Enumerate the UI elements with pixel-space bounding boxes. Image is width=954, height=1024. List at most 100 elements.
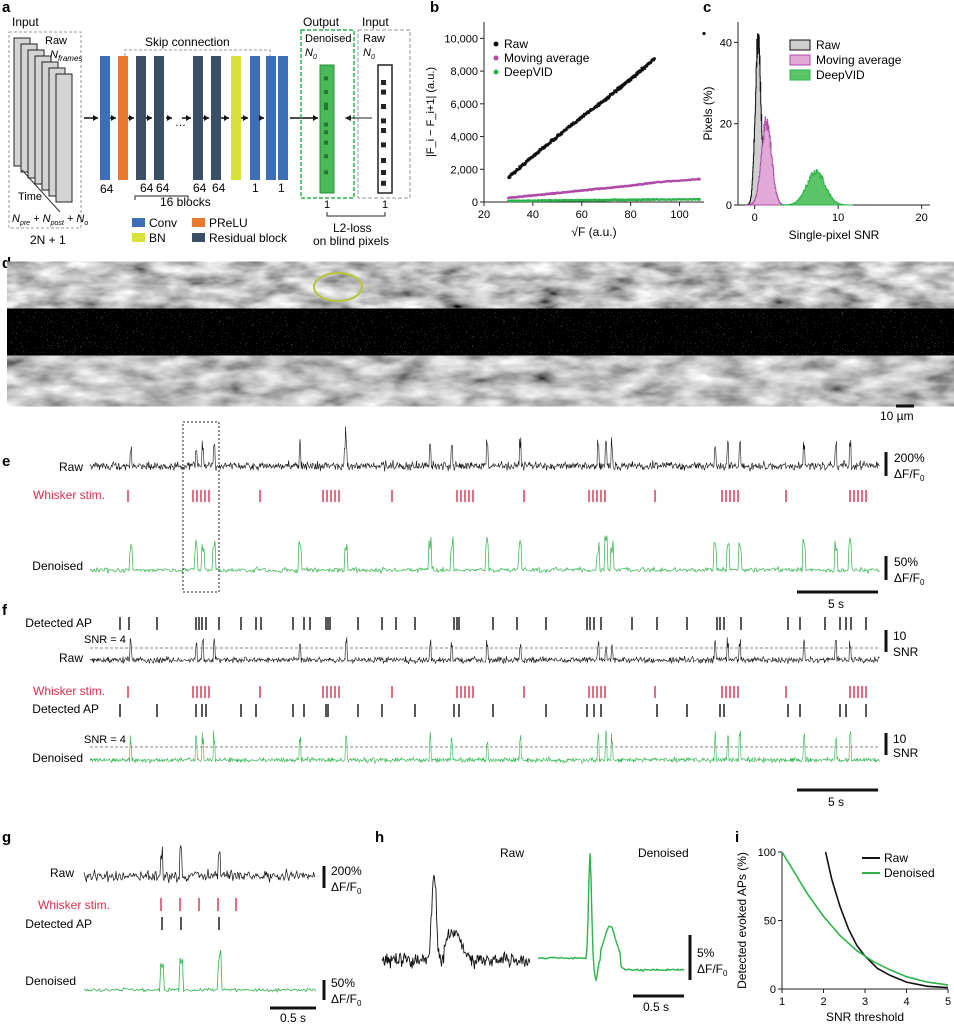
panel-f-letter: f	[2, 602, 8, 619]
panel-b-letter: b	[430, 0, 439, 16]
panel-a-input-label: Input	[12, 15, 39, 29]
layer-res	[193, 56, 203, 180]
output-n0: N0	[305, 47, 317, 61]
output-column	[319, 64, 335, 194]
input2-arrowhead	[345, 115, 351, 121]
f-denoised-label: Denoised	[32, 751, 83, 765]
y-tick-label: 20	[720, 119, 732, 131]
legend-label: Moving average	[504, 51, 590, 65]
h-denoised-label: Denoised	[638, 846, 689, 860]
g-stim-label: Whisker stim.	[38, 898, 110, 912]
g-raw-scale: 200%	[331, 864, 362, 878]
single-frame-denoised	[90, 360, 918, 402]
loss-bracket	[326, 212, 386, 217]
panel-g: g Raw Whisker stim. Detected AP Denoised…	[2, 829, 362, 1024]
e-den-dff: ΔF/F0	[894, 571, 925, 587]
scatter-point	[615, 90, 618, 94]
y-tick-label: 50	[764, 916, 776, 928]
legend-label: Raw	[504, 37, 528, 51]
f-ap-marks-raw	[119, 617, 867, 630]
scatter-point	[697, 177, 701, 181]
g-ap-label: Detected AP	[25, 917, 92, 931]
input-box	[8, 31, 82, 229]
g-raw-dff: ΔF/F0	[331, 880, 362, 896]
flow-arrowhead	[147, 115, 152, 121]
flow-arrowhead	[243, 115, 248, 121]
f-ap-marks-denoised	[119, 704, 867, 717]
d-scale-label: 10 µm	[880, 409, 914, 423]
x-tick-label: 20	[916, 212, 928, 224]
output-pixel-dot	[324, 170, 328, 175]
output-pixel-dot	[324, 106, 328, 111]
legend-label: Raw	[884, 851, 908, 865]
channel-64-4: 64	[212, 181, 226, 195]
input2-n0: N0	[363, 47, 375, 61]
legend-label: DeepVID	[816, 68, 865, 82]
legend-label: Moving average	[816, 53, 902, 67]
legend-swatch-bn	[132, 233, 145, 242]
raw2-label: Raw	[363, 33, 385, 45]
single-frame-raw	[90, 313, 918, 355]
d-row3-line1: Single frame	[16, 365, 84, 379]
panel-d: d Mean image raw Single frame raw Single…	[2, 255, 918, 423]
input-pixel-dot	[381, 180, 386, 186]
dots: …	[175, 117, 186, 129]
y-tick-label: 100	[758, 847, 776, 859]
scatter-point	[628, 80, 631, 83]
flow-arrowhead	[93, 115, 98, 121]
input2-box	[357, 29, 411, 199]
input-pixel-dot	[381, 142, 386, 148]
panel-e-letter: e	[2, 453, 10, 470]
roi-circle	[313, 272, 363, 302]
scatter-point	[697, 197, 701, 201]
e-raw-dff: ΔF/F0	[894, 467, 925, 483]
e-den-scale: 50%	[894, 555, 918, 569]
x-tick-label: 60	[576, 209, 588, 221]
one-out: 1	[324, 199, 330, 211]
y-tick-label: 10,000	[444, 33, 478, 45]
g-time-label: 0.5 s	[280, 1011, 306, 1024]
flow-arrowhead	[259, 115, 264, 121]
x-axis-label: √F (a.u.)	[571, 225, 616, 239]
panel-d-letter: d	[2, 255, 11, 272]
legend-label-conv: Conv	[149, 216, 177, 230]
layer-res	[154, 56, 164, 180]
f-den-scale-unit: SNR	[893, 746, 919, 760]
e-stim-label: Whisker stim.	[33, 488, 105, 502]
legend-swatch	[789, 39, 811, 51]
hist-deepvid	[778, 169, 853, 206]
one-in: 1	[382, 199, 388, 211]
x-tick-label: 5	[945, 996, 951, 1008]
y-tick-label: 4,000	[450, 132, 478, 144]
h-raw-trace	[381, 874, 531, 970]
x-tick-label: 3	[862, 996, 868, 1008]
legend-label: Raw	[816, 38, 840, 52]
input-pixel-dot	[381, 158, 386, 163]
panel-g-letter: g	[2, 829, 11, 846]
d-row1-line2: raw	[64, 290, 84, 304]
f-snr2-label: SNR = 4	[84, 734, 126, 746]
output-pixel-dot	[324, 122, 328, 127]
d-row3-line2: denoised	[34, 379, 83, 393]
d-row1-line1: Mean image	[17, 276, 83, 290]
y-axis-label: |F_i − F_i+1| (a.u.)	[425, 67, 437, 157]
frame-stack	[13, 37, 73, 203]
y-axis-label: Pixels (%)	[701, 86, 715, 140]
h-raw-label: Raw	[500, 846, 524, 860]
x-tick-label: 40	[527, 209, 539, 221]
g-raw-label: Raw	[50, 866, 74, 880]
series-line	[781, 851, 949, 986]
legend-marker	[493, 41, 499, 47]
output-pixel-dot	[324, 154, 328, 159]
input-pixel-dot	[381, 80, 386, 85]
f-raw-scale: 10	[893, 629, 907, 643]
layer-prelu	[118, 56, 128, 180]
f-den-scale: 10	[893, 732, 907, 746]
f-stim-label: Whisker stim.	[33, 684, 105, 698]
flow-arrowhead	[111, 115, 116, 121]
nframes-label: Nframes	[50, 49, 82, 63]
